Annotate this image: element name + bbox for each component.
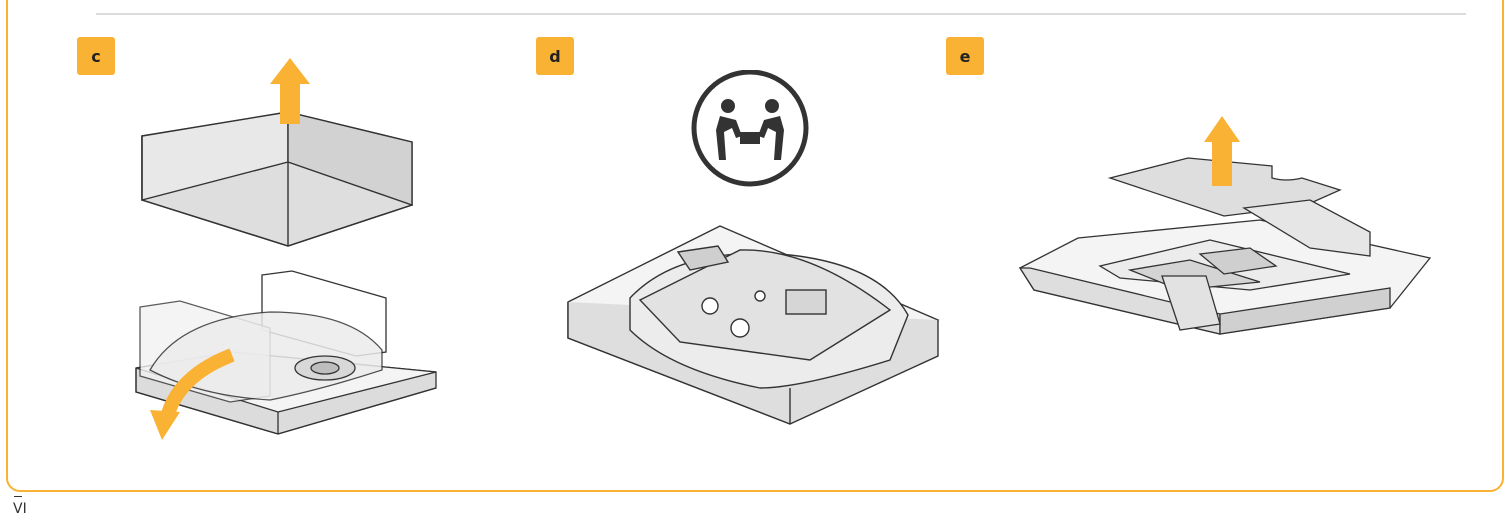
two-person-lift-icon: [694, 72, 806, 184]
box-lid: [142, 112, 412, 246]
packaging-tray: [1020, 200, 1430, 334]
step-e-illustration: [1010, 108, 1450, 348]
product-base: [136, 271, 436, 434]
step-label-e: e: [946, 37, 984, 75]
page-number: VI: [13, 502, 27, 516]
product-in-box: [568, 226, 938, 424]
step-c-illustration: [120, 50, 460, 450]
step-label-c: c: [77, 37, 115, 75]
step-d-illustration: [560, 70, 950, 430]
top-divider: [96, 13, 1466, 15]
